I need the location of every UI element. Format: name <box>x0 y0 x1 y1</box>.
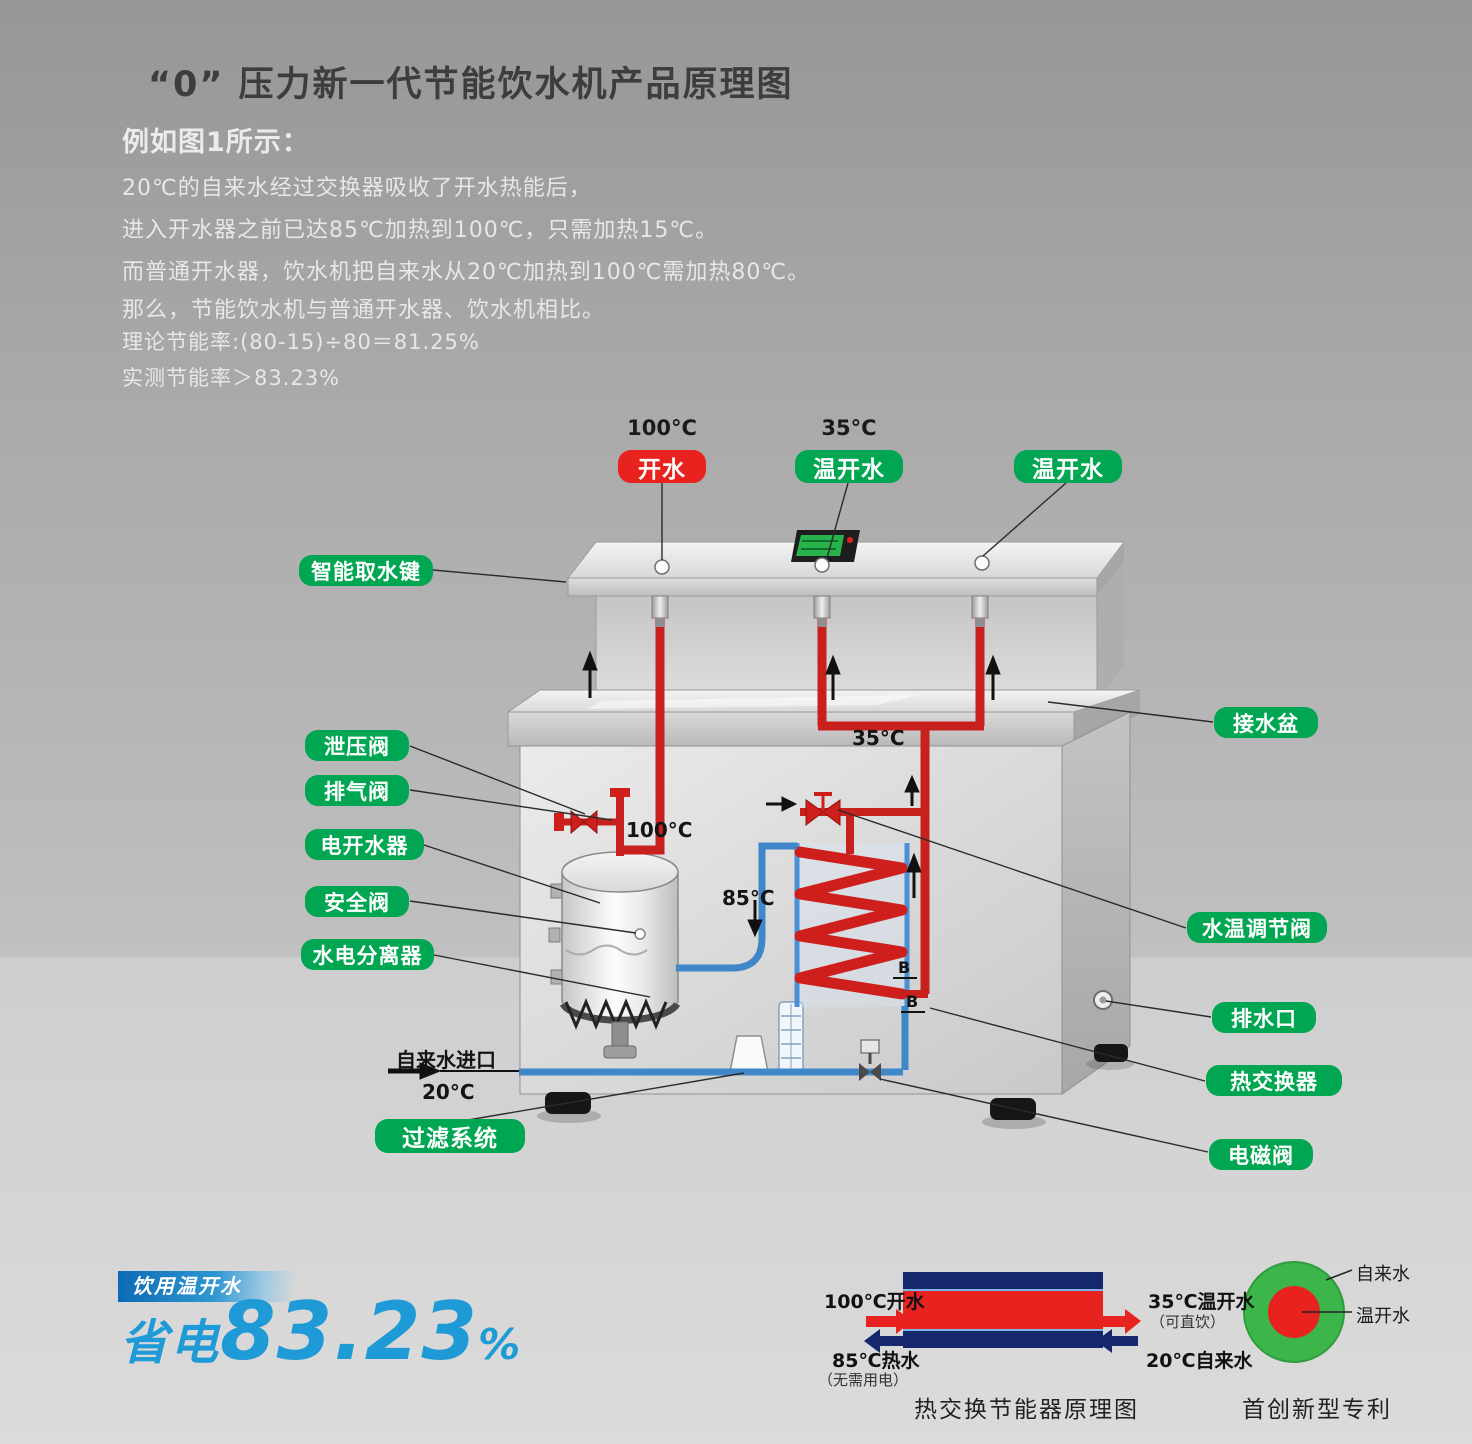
exhaust-valve-icon <box>610 788 630 797</box>
exchanger-hot-in-label: 100℃开水 <box>824 1291 925 1313</box>
promo-number: 83.23 <box>220 1285 479 1378</box>
outlet-temp-100: 100°C <box>627 416 697 440</box>
preheat-temp-annotation: 85°C <box>722 886 775 910</box>
cold-water-pipes <box>519 842 909 1076</box>
dispenser-head <box>566 530 1125 701</box>
section-marks <box>893 977 925 1013</box>
description-line: 而普通开水器，饮水机把自来水从20℃加热到100℃需加热80℃。 <box>122 260 811 285</box>
solenoid-valve-icon <box>859 1039 881 1081</box>
faucet-icon <box>971 595 989 627</box>
measured-saving-rate: 实测节能率＞83.23% <box>122 366 341 390</box>
page-subtitle: 例如图1所示： <box>122 127 310 158</box>
filter-system <box>729 1001 804 1073</box>
label-heat-exchanger: 热交换器 <box>1206 1065 1342 1096</box>
exchanger-preheat-out-label: 85℃热水 <box>832 1350 920 1372</box>
label-filter: 过滤系统 <box>375 1119 525 1153</box>
exchanger-preheat-out-note: （无需用电） <box>818 1371 909 1389</box>
warm-temp-annotation: 35°C <box>852 726 905 750</box>
badge-warm-water-right: 温开水 <box>1014 450 1122 483</box>
preheat-out-arrow-icon <box>864 1329 904 1353</box>
badge-boiling-water: 开水 <box>618 450 706 483</box>
temp-adjust-valve-icon <box>805 792 841 827</box>
steam-up-arrow-icon <box>582 650 1001 700</box>
label-solenoid-valve: 电磁阀 <box>1209 1139 1313 1170</box>
exchanger-cold-in-label: 20℃自来水 <box>1146 1350 1253 1372</box>
outlet-temp-35: 35°C <box>821 416 877 440</box>
heat-exchanger-coil <box>794 843 910 1007</box>
promo-prefix: 省电 <box>120 1315 221 1371</box>
boiler-tank <box>548 851 681 1059</box>
filter-cup-icon <box>729 1035 769 1073</box>
description-line: 进入开水器之前已达85℃加热到100℃，只需加热15℃。 <box>122 218 719 243</box>
label-lines <box>409 482 1214 1153</box>
faucets <box>651 555 990 627</box>
label-temp-adjust-valve: 水温调节阀 <box>1187 912 1327 943</box>
label-exhaust-valve: 排气阀 <box>305 775 409 806</box>
inlet-arrow-icon <box>388 1062 519 1080</box>
section-b2: B <box>906 992 919 1011</box>
preheat-down-arrow-icon <box>747 900 763 938</box>
promo-banner: 饮用温开水 <box>118 1271 294 1302</box>
valve-inflow-arrow-icon <box>766 796 798 812</box>
page-title: “0” 压力新一代节能饮水机产品原理图 <box>148 65 794 105</box>
warm-water-core-icon <box>1268 1286 1320 1338</box>
exchanger-caption: 热交换节能器原理图 <box>914 1397 1139 1423</box>
label-drain: 排水口 <box>1212 1002 1316 1033</box>
promo-percent: % <box>478 1320 521 1369</box>
section-b1: B <box>898 958 911 977</box>
inlet-temp-annotation: 20°C <box>422 1080 475 1104</box>
theory-saving-rate: 理论节能率:(80-15)÷80＝81.25% <box>122 330 480 354</box>
hot-in-arrow-icon <box>866 1309 912 1334</box>
faucet-icon <box>813 595 831 627</box>
exchanger-warm-out-note: （可直饮） <box>1150 1313 1226 1331</box>
exchanger-warm-out-label: 35℃温开水 <box>1148 1291 1255 1313</box>
label-basin: 接水盆 <box>1214 707 1318 738</box>
inlet-annotation: 自来水进口 <box>396 1048 496 1072</box>
riser-up-arrow-icon <box>904 774 922 898</box>
patent-diagram <box>1243 1261 1353 1363</box>
faucet-icon <box>651 595 669 627</box>
label-boiler: 电开水器 <box>305 829 424 860</box>
description-line: 那么，节能饮水机与普通开水器、饮水机相比。 <box>122 298 606 323</box>
label-separator: 水电分离器 <box>301 939 434 970</box>
label-safety-valve: 安全阀 <box>305 886 409 917</box>
cold-in-arrow-icon <box>1096 1329 1138 1353</box>
description-line: 20℃的自来水经过交换器吸收了开水热能后， <box>122 176 592 201</box>
patent-outer-label: 自来水 <box>1356 1264 1410 1285</box>
patent-caption: 首创新型专利 <box>1242 1397 1392 1423</box>
promo-saving: 省电 83.23 % <box>120 1292 520 1373</box>
badge-warm-water-mid: 温开水 <box>795 450 903 483</box>
label-relief-valve: 泄压阀 <box>305 730 409 761</box>
patent-inner-label: 温开水 <box>1356 1306 1410 1327</box>
exchanger-principle-diagram <box>864 1272 1141 1353</box>
label-smart-key: 智能取水键 <box>299 555 433 586</box>
control-display-icon <box>791 530 860 562</box>
safety-valve-icon <box>634 928 646 940</box>
boiler-temp-annotation: 100°C <box>626 818 693 842</box>
warm-out-arrow-icon <box>1103 1309 1141 1334</box>
flow-arrows <box>388 650 1001 1080</box>
